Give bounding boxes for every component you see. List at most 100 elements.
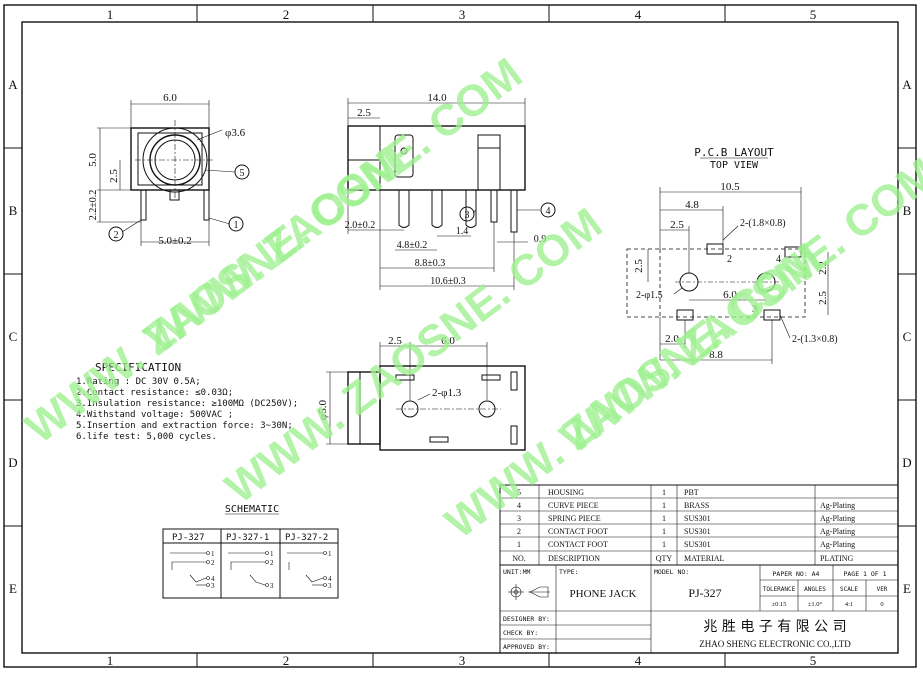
front-height-dim: 5.0: [87, 153, 99, 167]
bom-row-plating: Ag-Plating: [820, 527, 855, 536]
bom-row-plating: Ag-Plating: [820, 514, 855, 523]
tolerance-head: TOLERANCE: [763, 586, 796, 593]
bom-row-material: SUS301: [684, 540, 711, 549]
pcb-dim-d7: 2.0: [665, 333, 679, 345]
bom-row-material: SUS301: [684, 514, 711, 523]
pcb-dim-d5: 2.5: [817, 291, 829, 305]
col-label-5: 5: [810, 7, 817, 22]
row-label-b: B: [9, 203, 18, 218]
bottom-dim-a: 2.5: [388, 335, 402, 347]
front-width-dim: 6.0: [163, 92, 177, 104]
paper-no: PAPER NO: A4: [773, 570, 820, 578]
unit-label: UNIT:MM: [503, 568, 530, 576]
model-label: MODEL NO:: [654, 568, 689, 576]
sch2-pin-3: 3: [270, 582, 274, 590]
sch1-pin-3: 3: [211, 582, 215, 590]
col-label-1: 1: [107, 7, 114, 22]
row-label-e: E: [9, 581, 17, 596]
row-label-b-right: B: [903, 203, 912, 218]
side-dim-8.8: 8.8±0.3: [415, 258, 446, 269]
callout-5: 5: [240, 168, 245, 179]
callout-4: 4: [546, 206, 551, 217]
bom-header-no: NO.: [512, 554, 526, 563]
callout-3: 3: [465, 210, 470, 221]
sheet-frame: 1 2 3 4 5 1 2 3 4 5 A B C D E A B C D E: [3, 4, 917, 668]
bom-row-desc: CURVE PIECE: [548, 501, 599, 510]
tolerance-value: ±0.15: [772, 601, 787, 608]
spec-line-2: 2.Contact resistance: ≤0.03Ω;: [76, 388, 233, 398]
spec-line-6: 6.life test: 5,000 cycles.: [76, 432, 217, 442]
sch2-pin-2: 2: [270, 559, 274, 567]
col-label-4: 4: [635, 7, 642, 22]
sch2-pin-1: 1: [270, 550, 274, 558]
schematic-block: SCHEMATIC PJ-327 PJ-327-1 PJ-327-2 1 2 4…: [162, 504, 339, 599]
pcb-title: P.C.B LAYOUT: [694, 146, 774, 159]
type-label: TYPE:: [559, 568, 579, 576]
front-center-height-dim: 2.5: [108, 169, 120, 183]
row-label-e-right: E: [903, 581, 911, 596]
spec-title: SPECIFICATION: [95, 361, 181, 374]
sch3-pin-1: 1: [328, 550, 332, 558]
side-length-dim: 14.0: [427, 92, 447, 104]
watermark-layer: WWW. ZAOSNE. COM WWW. ZAOSNE. COM WWW. Z…: [17, 49, 923, 548]
bom-header-plating: PLATING: [820, 554, 854, 563]
schematic-symbol-pj327: 1 2 4 3: [170, 550, 215, 590]
pcb-dim-d8: 8.8: [709, 349, 723, 361]
side-dim-2.0: 2.0±0.2: [345, 220, 376, 231]
scale-head: SCALE: [840, 586, 858, 593]
model-value: PJ-327: [688, 586, 721, 600]
company-name-cn: 兆 胜 电 子 有 限 公 司: [703, 619, 846, 635]
pcb-pad-4: 4: [776, 254, 781, 265]
row-label-a-right: A: [902, 77, 912, 92]
pcb-dim-d2: 2.5: [670, 219, 684, 231]
specification-block: SPECIFICATION 1.Rating : DC 30V 0.5A; 2.…: [76, 361, 298, 442]
bom-row: 2 CONTACT FOOT 1 SUS301 Ag-Plating: [517, 527, 855, 536]
col-label-3: 3: [459, 7, 466, 22]
sch3-pin-4: 4: [328, 575, 332, 583]
col-label-4-bottom: 4: [635, 653, 642, 668]
angles-value: ±1.0°: [808, 601, 823, 608]
front-pin-spacing-dim: 5.0±0.2: [158, 235, 192, 247]
bom-row-qty: 1: [662, 540, 666, 549]
side-dim-4.8: 4.8±0.2: [397, 240, 428, 251]
row-label-c: C: [9, 329, 18, 344]
angles-head: ANGLES: [804, 586, 826, 593]
bottom-diameter-dim: φ5.0: [317, 399, 329, 420]
pcb-subtitle: TOP VIEW: [710, 160, 759, 171]
side-dim-0.9: 0.9: [534, 234, 547, 245]
pcb-dim-d3: 2.5: [633, 259, 645, 273]
ver-value: 0: [880, 601, 883, 608]
bom-row-no: 3: [517, 514, 521, 523]
designer-label: DESIGNER BY:: [503, 615, 550, 623]
company-name-en: ZHAO SHENG ELECTRONIC CO.,LTD: [699, 639, 851, 649]
approved-label: APPROVED BY:: [503, 643, 550, 651]
callout-2: 2: [114, 230, 119, 241]
pcb-pad-3: 3: [752, 304, 757, 315]
col-label-2: 2: [283, 7, 290, 22]
front-hole-dim: φ3.6: [225, 127, 246, 139]
type-value: PHONE JACK: [570, 588, 637, 600]
col-label-2-bottom: 2: [283, 653, 290, 668]
row-label-d: D: [8, 455, 17, 470]
bom-row-desc: CONTACT FOOT: [548, 540, 608, 549]
scale-value: 4:1: [845, 601, 853, 608]
pcb-dim-d4: 2.2: [817, 261, 829, 275]
check-label: CHECK BY:: [503, 629, 538, 637]
projection-symbol-icon: [508, 584, 550, 600]
bom-row-plating: Ag-Plating: [820, 501, 855, 510]
pcb-note-holes: 2-φ1.5: [636, 290, 663, 301]
spec-line-4: 4.Withstand voltage: 500VAC ;: [76, 410, 233, 420]
bom-header-row: NO. DESCRIPTION QTY MATERIAL PLATING: [512, 554, 853, 563]
bom-row-no: 1: [517, 540, 521, 549]
row-label-c-right: C: [903, 329, 912, 344]
col-label-1-bottom: 1: [107, 653, 114, 668]
sch1-pin-1: 1: [211, 550, 215, 558]
schematic-col-1: PJ-327: [172, 533, 205, 543]
bom-row-desc: CONTACT FOOT: [548, 527, 608, 536]
spec-line-1: 1.Rating : DC 30V 0.5A;: [76, 377, 201, 387]
schematic-title: SCHEMATIC: [225, 504, 279, 515]
bom-header-material: MATERIAL: [684, 554, 725, 563]
col-label-5-bottom: 5: [810, 653, 817, 668]
bom-header-desc: DESCRIPTION: [548, 554, 600, 563]
bom-row-qty: 1: [662, 501, 666, 510]
